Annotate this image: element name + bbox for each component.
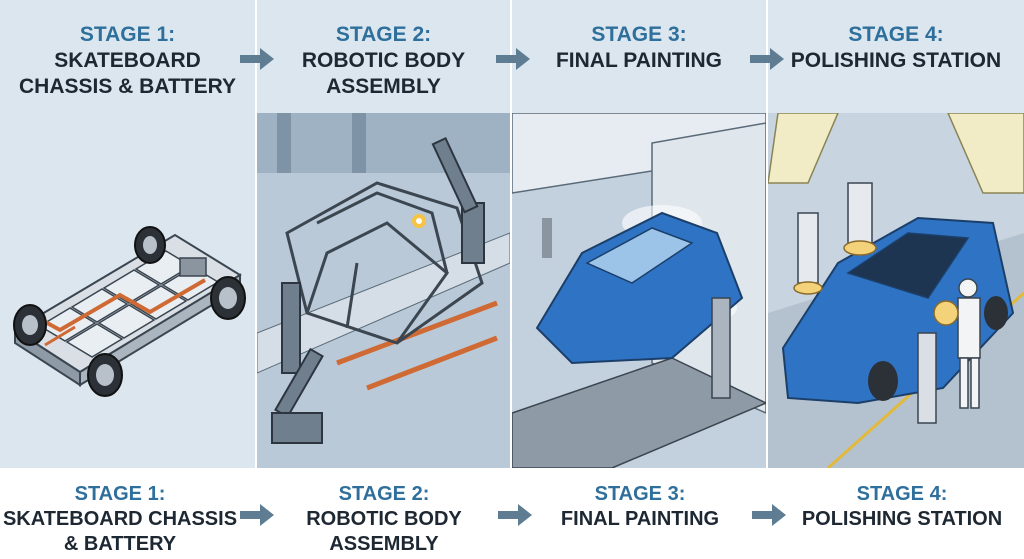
stage-2-title: ROBOTIC BODY ASSEMBLY xyxy=(257,48,510,100)
stage-3-header: STAGE 3: FINAL PAINTING xyxy=(512,0,766,113)
right-arrow-icon xyxy=(240,48,274,70)
ev-chassis-illustration xyxy=(0,0,255,468)
robot-arm-illustration xyxy=(257,113,510,468)
footer-stage-1-label: STAGE 1: xyxy=(0,482,240,507)
footer-stage-3-title: FINAL PAINTING xyxy=(540,507,740,532)
stage-4-panel: STAGE 4: POLISHING STATION xyxy=(768,0,1024,468)
footer-stage-3: STAGE 3: FINAL PAINTING xyxy=(540,482,740,532)
footer-stage-1-title: SKATEBOARD CHASSIS & BATTERY xyxy=(0,507,240,557)
footer-stage-4: STAGE 4: POLISHING STATION xyxy=(790,482,1014,532)
stage-2-header: STAGE 2: ROBOTIC BODY ASSEMBLY xyxy=(257,0,510,113)
stage-2-label: STAGE 2: xyxy=(257,22,510,48)
right-arrow-icon xyxy=(498,504,532,526)
footer-stage-4-title: POLISHING STATION xyxy=(790,507,1014,532)
right-arrow-icon xyxy=(496,48,530,70)
footer-stage-2-label: STAGE 2: xyxy=(284,482,484,507)
footer-stage-4-label: STAGE 4: xyxy=(790,482,1014,507)
stage-1-panel: STAGE 1: SKATEBOARD CHASSIS & BATTERY xyxy=(0,0,255,468)
stage-3-title: FINAL PAINTING xyxy=(512,48,766,74)
right-arrow-icon xyxy=(240,504,274,526)
footer-legend: STAGE 1: SKATEBOARD CHASSIS & BATTERY ST… xyxy=(0,468,1024,559)
polishing-illustration xyxy=(768,113,1024,468)
footer-stage-2-title: ROBOTIC BODY ASSEMBLY xyxy=(284,507,484,557)
stage-4-title: POLISHING STATION xyxy=(768,48,1024,74)
right-arrow-icon xyxy=(752,504,786,526)
stage-2-panel: STAGE 2: ROBOTIC BODY ASSEMBLY xyxy=(257,0,510,468)
footer-stage-2: STAGE 2: ROBOTIC BODY ASSEMBLY xyxy=(284,482,484,557)
stage-3-panel: STAGE 3: FINAL PAINTING xyxy=(512,0,766,468)
stage-4-header: STAGE 4: POLISHING STATION xyxy=(768,0,1024,113)
stage-3-label: STAGE 3: xyxy=(512,22,766,48)
stage-4-label: STAGE 4: xyxy=(768,22,1024,48)
footer-stage-3-label: STAGE 3: xyxy=(540,482,740,507)
footer-stage-1: STAGE 1: SKATEBOARD CHASSIS & BATTERY xyxy=(0,482,240,557)
paint-booth-illustration xyxy=(512,113,766,468)
right-arrow-icon xyxy=(750,48,784,70)
